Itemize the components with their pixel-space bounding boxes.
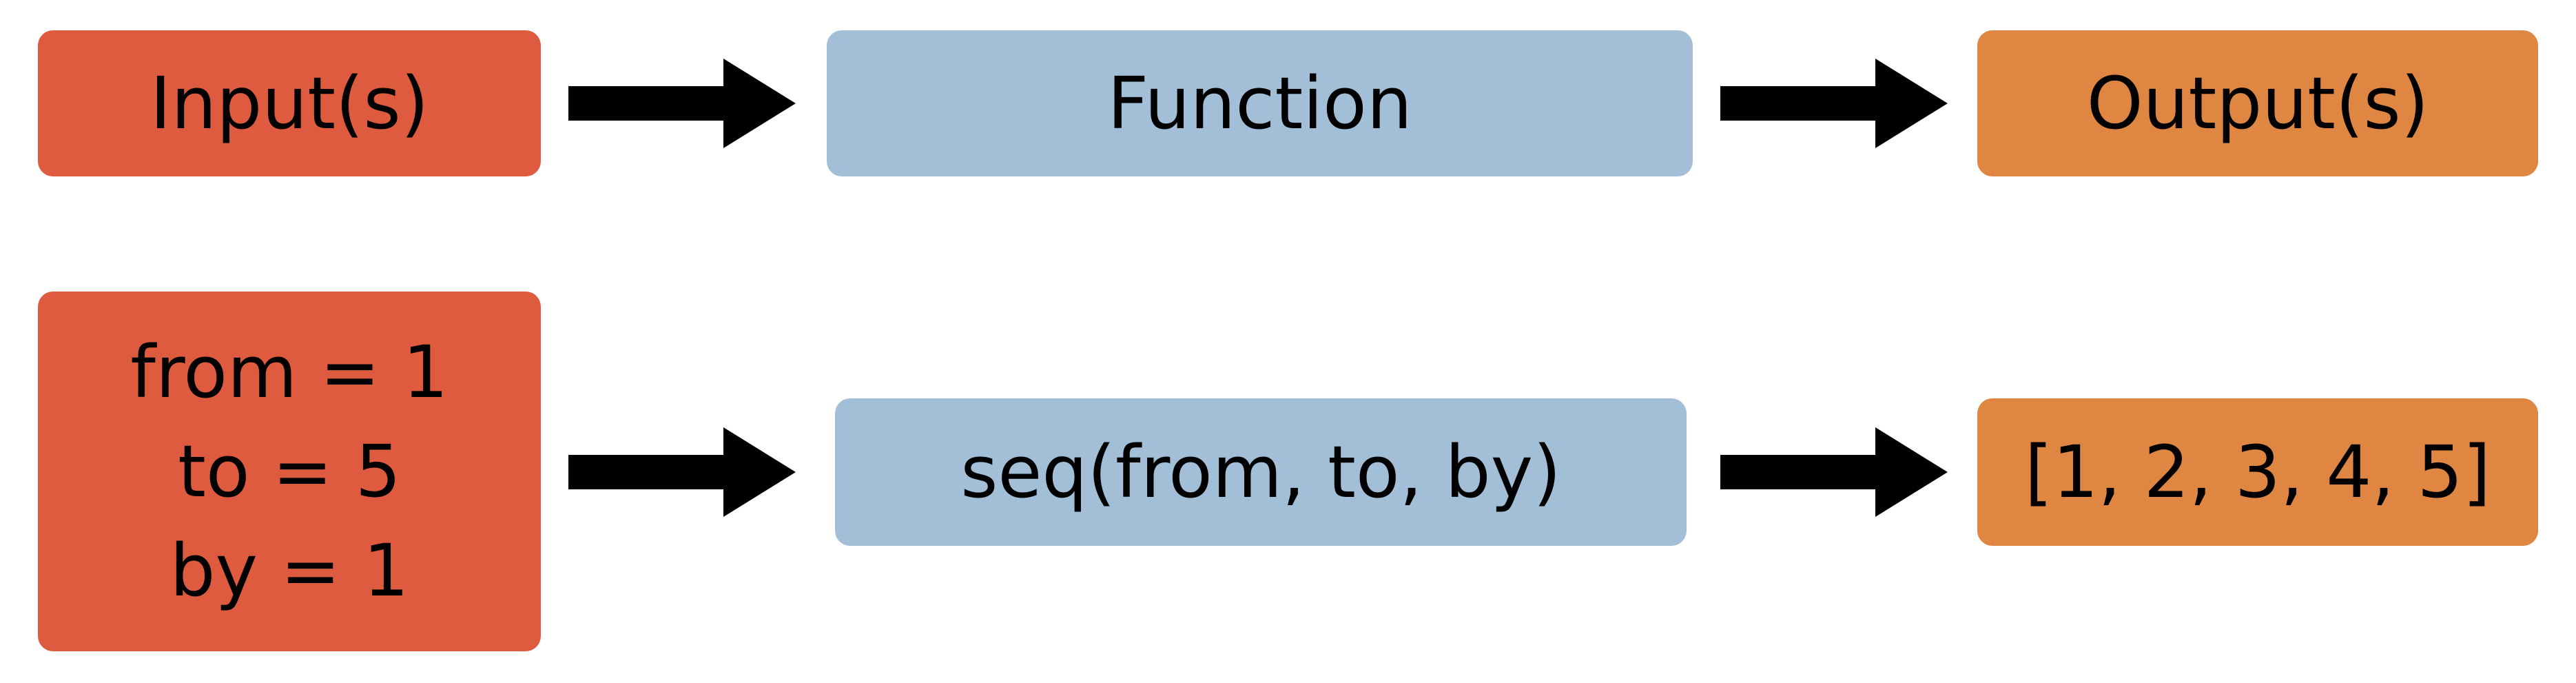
example-output-box: [1, 2, 3, 4, 5] [1977, 398, 2538, 546]
output-box: Output(s) [1977, 30, 2538, 176]
input-label: Input(s) [150, 61, 429, 145]
input-box: Input(s) [38, 30, 541, 176]
example-function-label: seq(from, to, by) [960, 430, 1561, 514]
input-by-line: by = 1 [169, 529, 409, 613]
function-label: Function [1107, 61, 1412, 145]
example-input-lines: from = 1 to = 5 by = 1 [130, 336, 448, 606]
output-label: Output(s) [2086, 61, 2429, 145]
example-output-label: [1, 2, 3, 4, 5] [2024, 430, 2491, 514]
input-from-line: from = 1 [130, 330, 449, 414]
arrow-right-icon [568, 427, 796, 517]
example-function-box: seq(from, to, by) [835, 398, 1687, 546]
function-box: Function [827, 30, 1693, 176]
arrow-right-icon [568, 59, 796, 148]
arrow-right-icon [1720, 59, 1948, 148]
example-input-box: from = 1 to = 5 by = 1 [38, 292, 541, 651]
input-to-line: to = 5 [178, 429, 401, 513]
arrow-right-icon [1720, 427, 1948, 517]
